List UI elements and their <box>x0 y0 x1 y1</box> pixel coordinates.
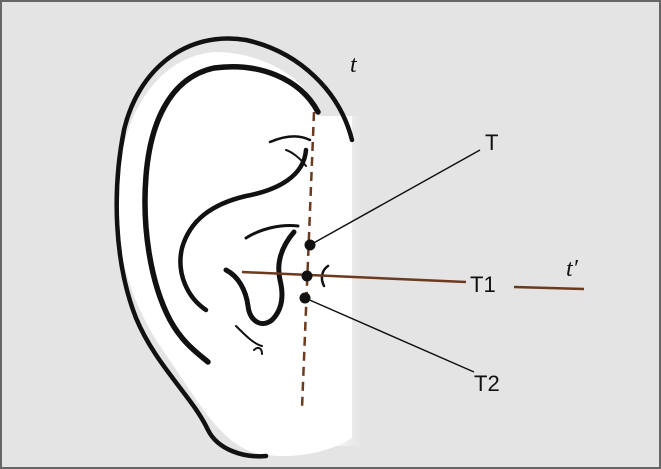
label-T2: T2 <box>474 371 500 396</box>
label-t-prime: t′ <box>566 256 579 282</box>
point-T2 <box>300 293 311 304</box>
label-T1: T1 <box>470 272 496 297</box>
label-T: T <box>485 130 498 155</box>
point-T1 <box>302 271 313 282</box>
ear-right-fade <box>322 116 362 446</box>
point-T <box>305 240 316 251</box>
